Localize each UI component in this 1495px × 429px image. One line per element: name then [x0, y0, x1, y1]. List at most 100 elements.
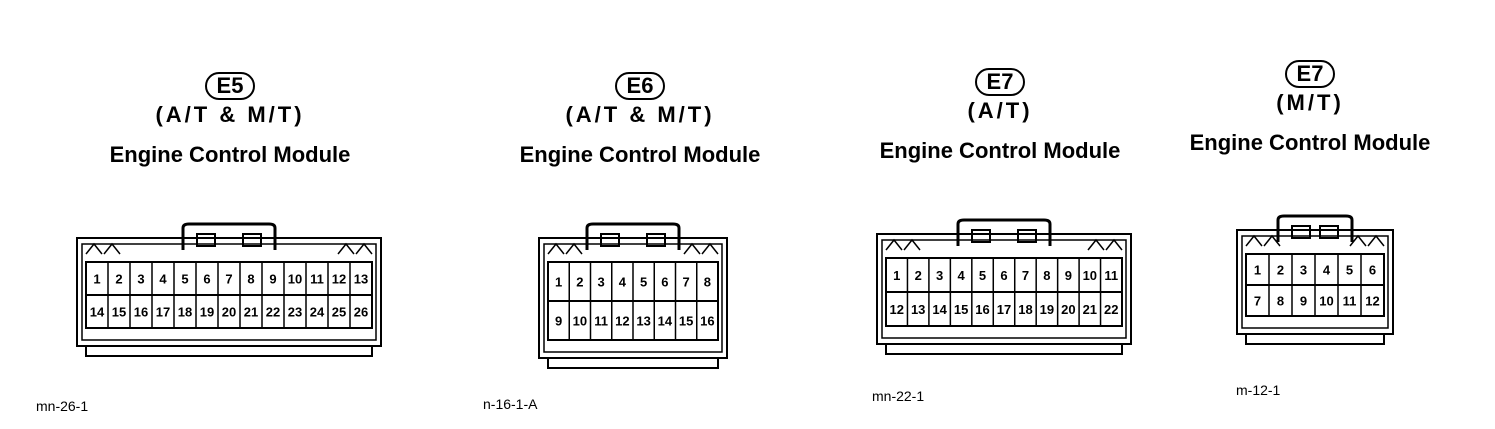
pin-number: 11 [1343, 294, 1357, 309]
housing-guide [1245, 234, 1263, 247]
housing-rail [885, 343, 1123, 355]
connector-housing [76, 237, 382, 347]
pin-number: 4 [619, 275, 627, 290]
latch-tab [971, 229, 991, 243]
connector-inner-frame [81, 243, 377, 341]
housing-guide [337, 242, 355, 255]
pin-number: 10 [573, 314, 587, 329]
pin-number: 16 [134, 305, 148, 320]
housing-guide [1263, 234, 1281, 247]
connector-housing [876, 233, 1132, 345]
pin-number: 5 [181, 272, 188, 287]
pin-number: 11 [310, 272, 324, 287]
pin-number: 11 [594, 314, 608, 329]
connector-title: Engine Control Module [1189, 130, 1431, 155]
pin-number: 14 [658, 314, 673, 329]
housing-guide [903, 238, 921, 251]
pin-number: 4 [159, 272, 167, 287]
connector-variant: (M/T) [1276, 90, 1344, 115]
locking-latch [956, 218, 1052, 246]
connector-title: Engine Control Module [879, 138, 1121, 163]
connector-title: Engine Control Module [519, 142, 761, 167]
pin-number: 5 [979, 268, 986, 283]
housing-guide [547, 242, 565, 255]
housing-rail [547, 357, 719, 369]
pin-number: 15 [679, 314, 693, 329]
latch-tab [1319, 225, 1339, 239]
pin-number: 5 [1346, 263, 1353, 278]
pin-number: 19 [1040, 302, 1054, 317]
pin-number: 12 [332, 272, 346, 287]
housing-guide [355, 242, 373, 255]
housing-guide [1087, 238, 1105, 251]
connector-inner-frame [881, 239, 1127, 339]
pin-number: 10 [1319, 294, 1333, 309]
pin-number: 21 [244, 305, 258, 320]
latch-tab [646, 233, 666, 247]
pin-number: 14 [932, 302, 947, 317]
latch-tab [1291, 225, 1311, 239]
locking-latch [181, 222, 277, 250]
pin-number: 26 [354, 305, 368, 320]
pin-number: 3 [1300, 263, 1307, 278]
housing-guide [1367, 234, 1385, 247]
pin-number: 2 [115, 272, 122, 287]
locking-latch [1276, 214, 1354, 242]
pin-number: 8 [1277, 294, 1284, 309]
connector-inner-frame [543, 243, 723, 353]
pin-number: 1 [555, 275, 562, 290]
connector-code-badge: E6 [614, 72, 666, 100]
pin-number: 23 [288, 305, 302, 320]
pin-number: 3 [137, 272, 144, 287]
pin-number: 15 [954, 302, 968, 317]
pin-number: 8 [1043, 268, 1050, 283]
pin-number: 25 [332, 305, 346, 320]
housing-rail [1245, 333, 1385, 345]
figure-id: n-16-1-A [483, 396, 538, 412]
figure-id: m-12-1 [1236, 382, 1281, 398]
housing-guide [1349, 234, 1367, 247]
connector-title: Engine Control Module [109, 142, 351, 167]
pin-number: 22 [266, 305, 280, 320]
pin-number: 2 [1277, 263, 1284, 278]
housing-guide [103, 242, 121, 255]
pin-number: 17 [156, 305, 170, 320]
pin-number: 2 [576, 275, 583, 290]
latch-tab [600, 233, 620, 247]
pin-number: 18 [1018, 302, 1032, 317]
pin-number: 13 [636, 314, 650, 329]
pin-number: 9 [555, 314, 562, 329]
pin-number: 3 [598, 275, 605, 290]
connector-e7-at-header: E7 (A/T) Engine Control Module [850, 68, 1150, 164]
connector-e5-header: E5 (A/T & M/T) Engine Control Module [80, 72, 380, 168]
pin-number: 24 [310, 305, 325, 320]
pin-number: 10 [288, 272, 302, 287]
pin-number: 2 [915, 268, 922, 283]
pin-number: 7 [225, 272, 232, 287]
pin-number: 22 [1104, 302, 1118, 317]
pin-number: 10 [1083, 268, 1097, 283]
pin-number: 9 [1300, 294, 1307, 309]
pin-number: 1 [893, 268, 900, 283]
latch-tab [242, 233, 262, 247]
pin-number: 13 [354, 272, 368, 287]
pin-number: 13 [911, 302, 925, 317]
connector-code-badge: E7 [1284, 60, 1336, 88]
pin-number: 15 [112, 305, 126, 320]
connector-inner-frame [1241, 235, 1389, 329]
connector-e6-header: E6 (A/T & M/T) Engine Control Module [490, 72, 790, 168]
latch-tab [1017, 229, 1037, 243]
pin-number: 5 [640, 275, 647, 290]
pin-number: 20 [1061, 302, 1075, 317]
pin-number: 12 [1365, 294, 1379, 309]
latch-tab [196, 233, 216, 247]
pin-number: 6 [1000, 268, 1007, 283]
housing-rail [85, 345, 373, 357]
pin-number: 4 [1323, 263, 1331, 278]
pin-number: 14 [90, 305, 105, 320]
pin-number: 16 [975, 302, 989, 317]
